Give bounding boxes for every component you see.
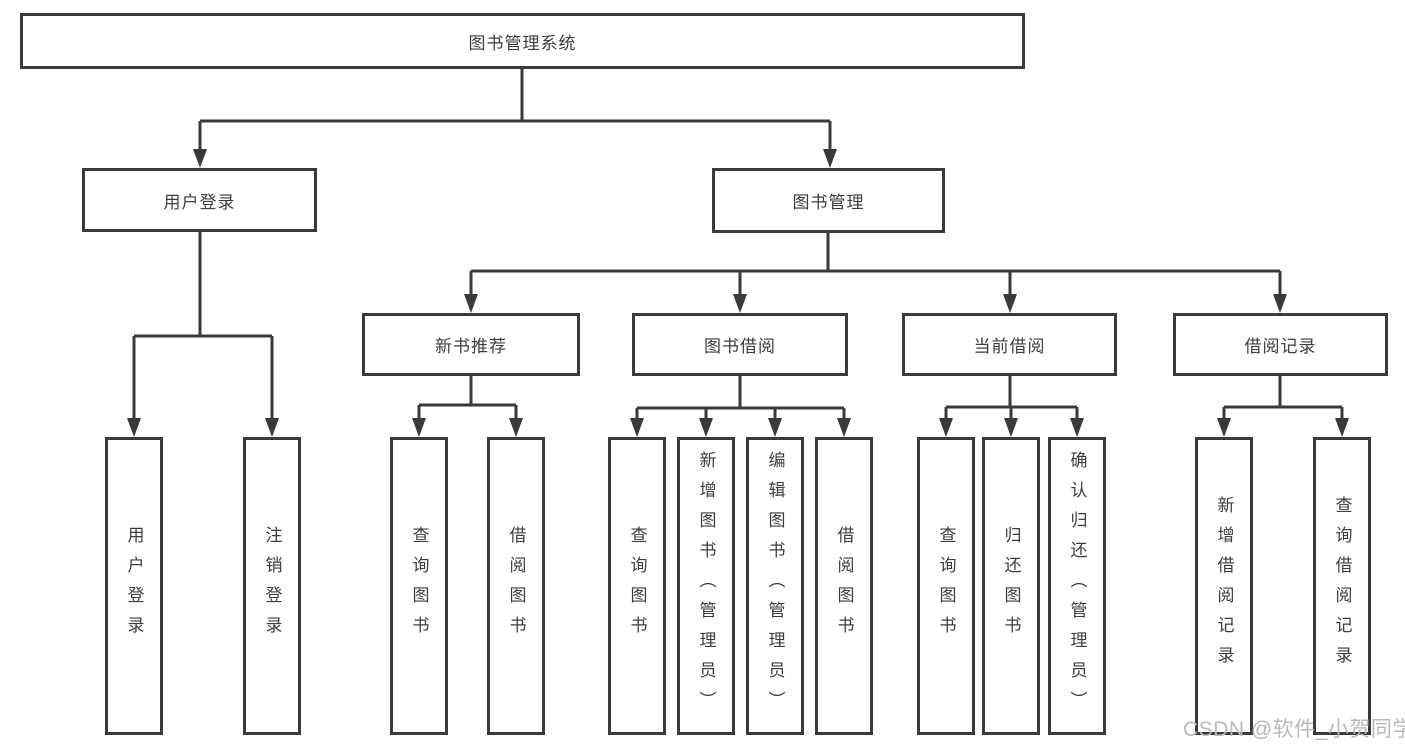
csdn-watermark: CSDN @软件_小贺同学 — [1183, 718, 1405, 741]
node-root-system: 图书管理系统 — [20, 13, 1025, 69]
node-book-management: 图书管理 — [712, 168, 945, 233]
node-label: 注销登录 — [262, 526, 282, 646]
node-label: 用户登录 — [124, 526, 144, 646]
node-label: 图书借阅 — [704, 337, 776, 356]
leaf-user-login: 用户登录 — [105, 437, 163, 735]
leaf-borrow-query-books: 查询图书 — [608, 437, 666, 735]
leaf-current-query-books: 查询图书 — [917, 437, 975, 735]
node-user-login: 用户登录 — [82, 168, 317, 232]
leaf-records-add-record: 新增借阅记录 — [1195, 437, 1253, 735]
node-label: 查询图书 — [409, 526, 429, 646]
node-label: 确认归还（管理员） — [1067, 451, 1087, 721]
node-label: 新增图书（管理员） — [696, 451, 716, 721]
leaf-current-return-books: 归还图书 — [982, 437, 1040, 735]
node-current-borrow: 当前借阅 — [902, 313, 1117, 376]
node-label: 图书管理系统 — [468, 33, 577, 53]
leaf-borrow-edit-books-admin: 编辑图书（管理员） — [746, 437, 804, 735]
node-label: 查询图书 — [627, 526, 647, 646]
node-label: 借阅图书 — [506, 526, 526, 646]
leaf-recommend-borrow-books: 借阅图书 — [487, 437, 545, 735]
leaf-recommend-query-books: 查询图书 — [390, 437, 448, 735]
node-label: 图书管理 — [792, 193, 865, 212]
node-new-book-recommend: 新书推荐 — [362, 313, 580, 376]
node-label: 借阅记录 — [1244, 337, 1317, 356]
node-label: 查询借阅记录 — [1332, 496, 1352, 676]
leaf-logout: 注销登录 — [243, 437, 301, 735]
leaf-borrow-borrow-books: 借阅图书 — [815, 437, 873, 735]
node-label: 归还图书 — [1001, 526, 1021, 646]
node-label: 用户登录 — [163, 192, 236, 212]
node-label: 编辑图书（管理员） — [765, 451, 785, 721]
node-book-borrow: 图书借阅 — [632, 313, 848, 376]
node-label: 当前借阅 — [973, 337, 1046, 356]
leaf-current-confirm-return-admin: 确认归还（管理员） — [1048, 437, 1106, 735]
node-label: 新增借阅记录 — [1214, 496, 1234, 676]
leaf-borrow-add-books-admin: 新增图书（管理员） — [677, 437, 735, 735]
node-borrow-records: 借阅记录 — [1173, 313, 1388, 376]
node-label: 新书推荐 — [435, 337, 507, 356]
node-label: 借阅图书 — [834, 526, 854, 646]
node-label: 查询图书 — [936, 526, 956, 646]
leaf-records-query-record: 查询借阅记录 — [1313, 437, 1371, 735]
